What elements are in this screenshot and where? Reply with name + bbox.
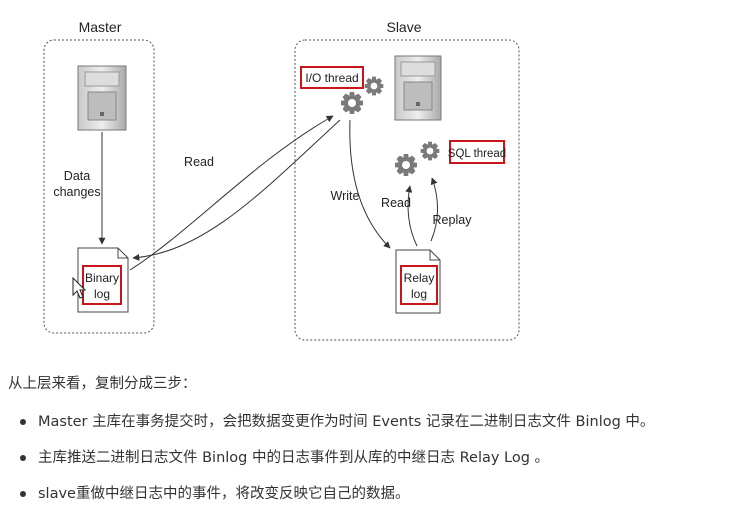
- sql-thread-label: SQL thread: [448, 148, 506, 160]
- list-item: slave重做中继日志中的事件，将改变反映它自己的数据。: [0, 476, 756, 512]
- bullet-icon: [20, 491, 26, 497]
- read-relay-label: Read: [381, 196, 411, 210]
- relay-log-label-line2: log: [411, 287, 427, 301]
- step-text: 主库推送二进制日志文件 Binlog 中的日志事件到从库的中继日志 Relay …: [38, 450, 550, 466]
- binary-log-document: Binary log: [77, 247, 129, 313]
- bullet-icon: [20, 419, 26, 425]
- step-text: Master 主库在事务提交时，会把数据变更作为时间 Events 记录在二进制…: [38, 414, 655, 430]
- step-text: slave重做中继日志中的事件，将改变反映它自己的数据。: [38, 486, 410, 502]
- list-item: 主库推送二进制日志文件 Binlog 中的日志事件到从库的中继日志 Relay …: [0, 440, 756, 476]
- mouse-cursor-icon: [72, 276, 87, 299]
- read-binlog-label: Read: [184, 155, 214, 169]
- binary-log-label-line2: log: [94, 287, 110, 301]
- intro-text: 从上层来看，复制分成三步：: [8, 376, 197, 392]
- replay-arrow: [430, 177, 439, 242]
- list-item: Master 主库在事务提交时，会把数据变更作为时间 Events 记录在二进制…: [0, 404, 756, 440]
- io-thread-highlight: [300, 66, 364, 89]
- data-changes-label-line1: Data: [64, 169, 90, 183]
- replay-label: Replay: [433, 213, 473, 227]
- data-changes-label-line2: changes: [53, 185, 100, 199]
- slave-panel: Slave I/O thread SQL thread Write Read R…: [294, 19, 520, 341]
- master-server-icon: [77, 65, 127, 131]
- read-binlog-arrow-to-io: [129, 115, 334, 271]
- master-panel: Master Data changes Binary log: [43, 19, 155, 334]
- relay-log-highlight: [400, 265, 438, 305]
- replication-diagram: Master Data changes Binary log Slave: [43, 19, 520, 341]
- binary-log-label-line1: Binary: [85, 271, 119, 285]
- bullet-icon: [20, 455, 26, 461]
- slave-title: Slave: [386, 19, 421, 35]
- io-thread-label: I/O thread: [305, 71, 358, 85]
- read-binlog-arrow-to-master: [132, 119, 341, 261]
- relay-log-label-line1: Relay: [404, 271, 435, 285]
- steps-list: Master 主库在事务提交时，会把数据变更作为时间 Events 记录在二进制…: [0, 404, 756, 512]
- read-relay-arrow: [405, 185, 418, 247]
- relay-log-document: Relay log: [395, 249, 441, 314]
- write-arrow: [349, 119, 391, 249]
- sql-thread-highlight: [449, 140, 505, 164]
- binary-log-highlight: [82, 265, 122, 305]
- slave-server-icon: [394, 55, 442, 121]
- master-title: Master: [79, 19, 122, 35]
- write-label: Write: [331, 189, 360, 203]
